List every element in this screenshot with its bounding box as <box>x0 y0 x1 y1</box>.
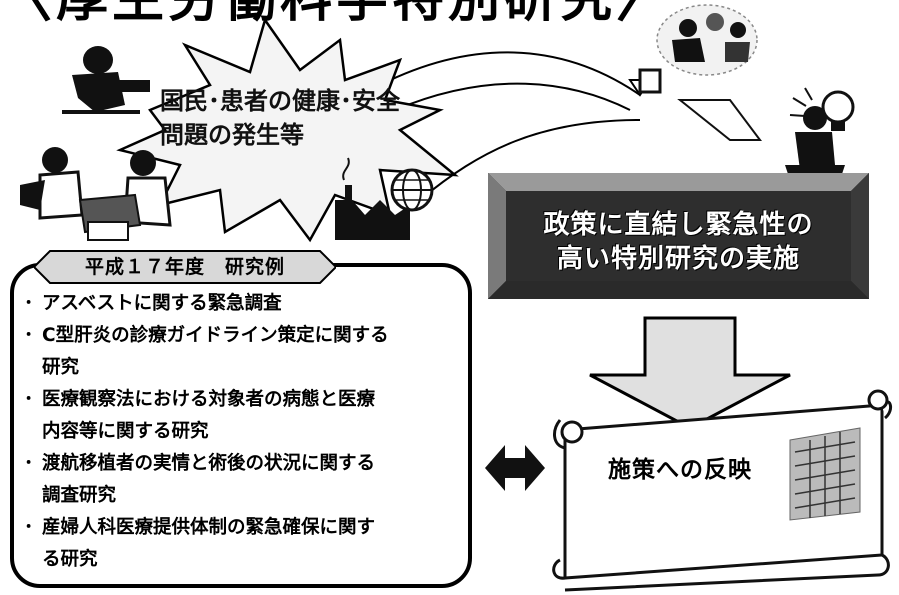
person-at-computer-icon <box>62 46 150 114</box>
list-item: ･医療観察法における対象者の病態と医療内容等に関する研究 <box>24 389 376 442</box>
issue-label: 国民･患者の健康･安全 問題の発生等 <box>160 84 400 152</box>
page-title: 〈厚生労働科学特別研究〉 <box>0 0 672 31</box>
policy-box <box>488 173 869 299</box>
factory-icon <box>335 157 410 240</box>
curved-arrow-icon <box>379 51 641 201</box>
result-label: 施策への反映 <box>608 457 752 483</box>
down-right-arrow-icon <box>677 99 762 141</box>
policy-line-1: 政策に直結し緊急性の <box>543 210 814 240</box>
group-discussion-icon <box>638 4 758 94</box>
policy-label: 政策に直結し緊急性の 高い特別研究の実施 <box>488 208 869 276</box>
list-item: ･産婦人科医療提供体制の緊急確保に関する研究 <box>24 517 376 570</box>
double-arrow-icon <box>485 445 545 491</box>
down-arrow-icon <box>589 316 791 430</box>
examples-header-badge <box>34 250 336 284</box>
policy-line-2: 高い特別研究の実施 <box>556 244 800 274</box>
examples-panel <box>10 263 472 588</box>
list-item: ･アスベストに関する緊急調査 <box>24 293 282 314</box>
issue-line-1: 国民･患者の健康･安全 <box>160 87 400 115</box>
examples-header: 平成１７年度 研究例 <box>84 256 285 278</box>
building-icon <box>789 427 861 521</box>
list-item: ･渡航移植者の実情と術後の状況に関する調査研究 <box>24 453 376 506</box>
examples-list: ･アスベストに関する緊急調査 ･C型肝炎の診療ガイドライン策定に関する研究 ･医… <box>24 288 469 576</box>
medical-rescue-icon <box>20 147 172 241</box>
list-item: ･C型肝炎の診療ガイドライン策定に関する研究 <box>24 325 389 378</box>
globe-icon <box>390 168 434 212</box>
issue-line-2: 問題の発生等 <box>160 121 304 149</box>
